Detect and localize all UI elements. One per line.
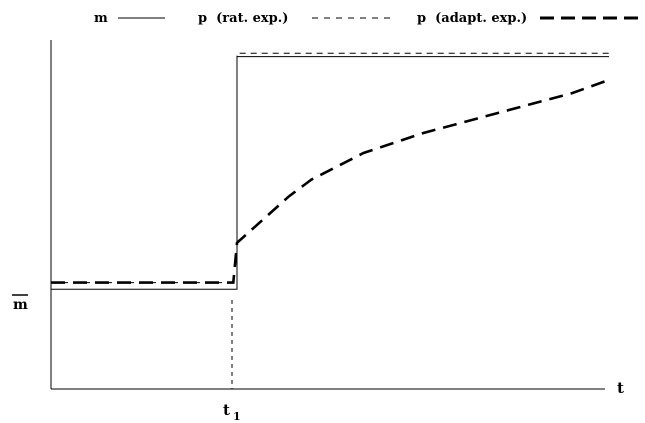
- x-axis-label: t: [617, 379, 624, 397]
- series-line-0: [51, 56, 609, 290]
- legend-label-p-rat: p (rat. exp.): [198, 11, 288, 26]
- y-level-mbar: m: [12, 294, 28, 313]
- legend-label-m: m: [94, 11, 108, 26]
- series-layer: [51, 52, 610, 290]
- y-level-label: m: [13, 297, 28, 313]
- legend-label-p-adapt: p (adapt. exp.): [417, 11, 527, 26]
- x-tick-subscript: 1: [233, 410, 241, 423]
- x-tick-label: t: [223, 401, 230, 419]
- series-line-2: [51, 78, 610, 284]
- legend: m p (rat. exp.) p (adapt. exp.): [94, 11, 640, 26]
- x-tick-t1: t 1: [223, 401, 241, 423]
- series-line-1: [51, 52, 609, 284]
